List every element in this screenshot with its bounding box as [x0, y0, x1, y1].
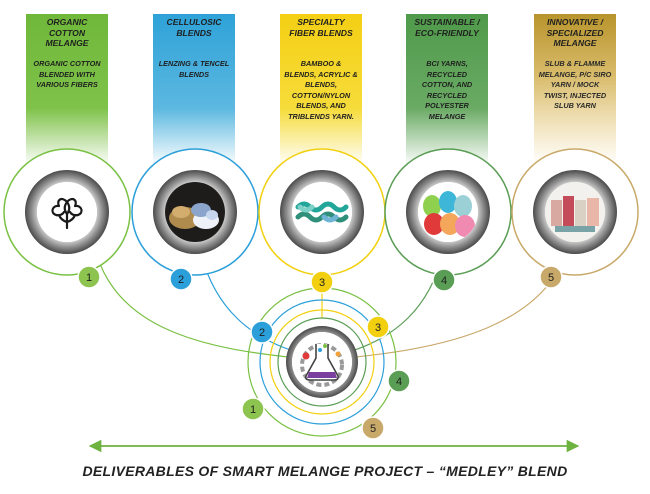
hub-badge-5: 5 — [361, 416, 385, 440]
hub-badge-3: 3 — [366, 315, 390, 339]
yarn-skeins-icon — [292, 182, 352, 242]
cellulose-fiber-icon — [165, 182, 225, 242]
category-description: BCI YARNS, RECYCLED COTTON, AND RECYCLED… — [421, 59, 473, 121]
badge-number: 1 — [86, 272, 92, 284]
yarn-cones-icon — [418, 182, 478, 242]
badge-5: 5 — [539, 265, 563, 289]
footer-title: DELIVERABLES OF SMART MELANGE PROJECT – … — [82, 463, 568, 479]
badge-number: 3 — [319, 277, 325, 289]
badge-number: 4 — [396, 376, 402, 388]
hub-badge-2: 2 — [250, 320, 274, 344]
hub-badge-1: 1 — [241, 397, 265, 421]
category-banner-innovative: INNOVATIVE / SPECIALIZED MELANGE SLUB & … — [534, 14, 616, 166]
category-title: SUSTAINABLE / ECO-FRIENDLY — [414, 17, 480, 38]
badge-number: 4 — [441, 275, 447, 287]
badge-number: 1 — [250, 404, 256, 416]
category-banner-specialty: SPECIALTY FIBER BLENDS BAMBOO & BLENDS, … — [280, 14, 362, 166]
category-banner-organic-cotton: ORGANIC COTTON MELANGE ORGANIC COTTON BL… — [26, 14, 108, 166]
cotton-flower-icon — [37, 182, 97, 242]
category-description: LENZING & TENCEL BLENDS — [158, 59, 230, 79]
badge-number: 2 — [259, 327, 265, 339]
badge-number: 5 — [370, 423, 376, 435]
badge-number: 2 — [178, 274, 184, 286]
yarn-bobbins-icon — [545, 182, 605, 242]
badge-number: 3 — [375, 322, 381, 334]
category-description: ORGANIC COTTON BLENDED WITH VARIOUS FIBE… — [33, 59, 101, 90]
category-banner-cellulosic: CELLULOSIC BLENDS LENZING & TENCEL BLEND… — [153, 14, 235, 166]
category-title: CELLULOSIC BLENDS — [166, 17, 222, 38]
lab-flask-gear-icon — [292, 332, 352, 392]
category-description: BAMBOO & BLENDS, ACRYLIC & BLENDS, COTTO… — [284, 59, 358, 121]
hub-badge-4: 4 — [387, 369, 411, 393]
badge-2: 2 — [169, 267, 193, 291]
badge-4: 4 — [432, 268, 456, 292]
hub-ring-blue — [259, 299, 385, 425]
hub-ring-yellow — [269, 309, 375, 415]
category-banner-sustainable: SUSTAINABLE / ECO-FRIENDLY BCI YARNS, RE… — [406, 14, 488, 166]
category-title: INNOVATIVE / SPECIALIZED MELANGE — [546, 17, 604, 48]
category-description: SLUB & FLAMME MELANGE, P/C SIRO YARN / M… — [538, 59, 612, 111]
category-title: ORGANIC COTTON MELANGE — [45, 17, 89, 48]
badge-number: 5 — [548, 272, 554, 284]
hub-ring-darkgreen — [277, 317, 367, 407]
badge-1: 1 — [77, 265, 101, 289]
category-title: SPECIALTY FIBER BLENDS — [289, 17, 353, 38]
badge-3: 3 — [310, 270, 334, 294]
